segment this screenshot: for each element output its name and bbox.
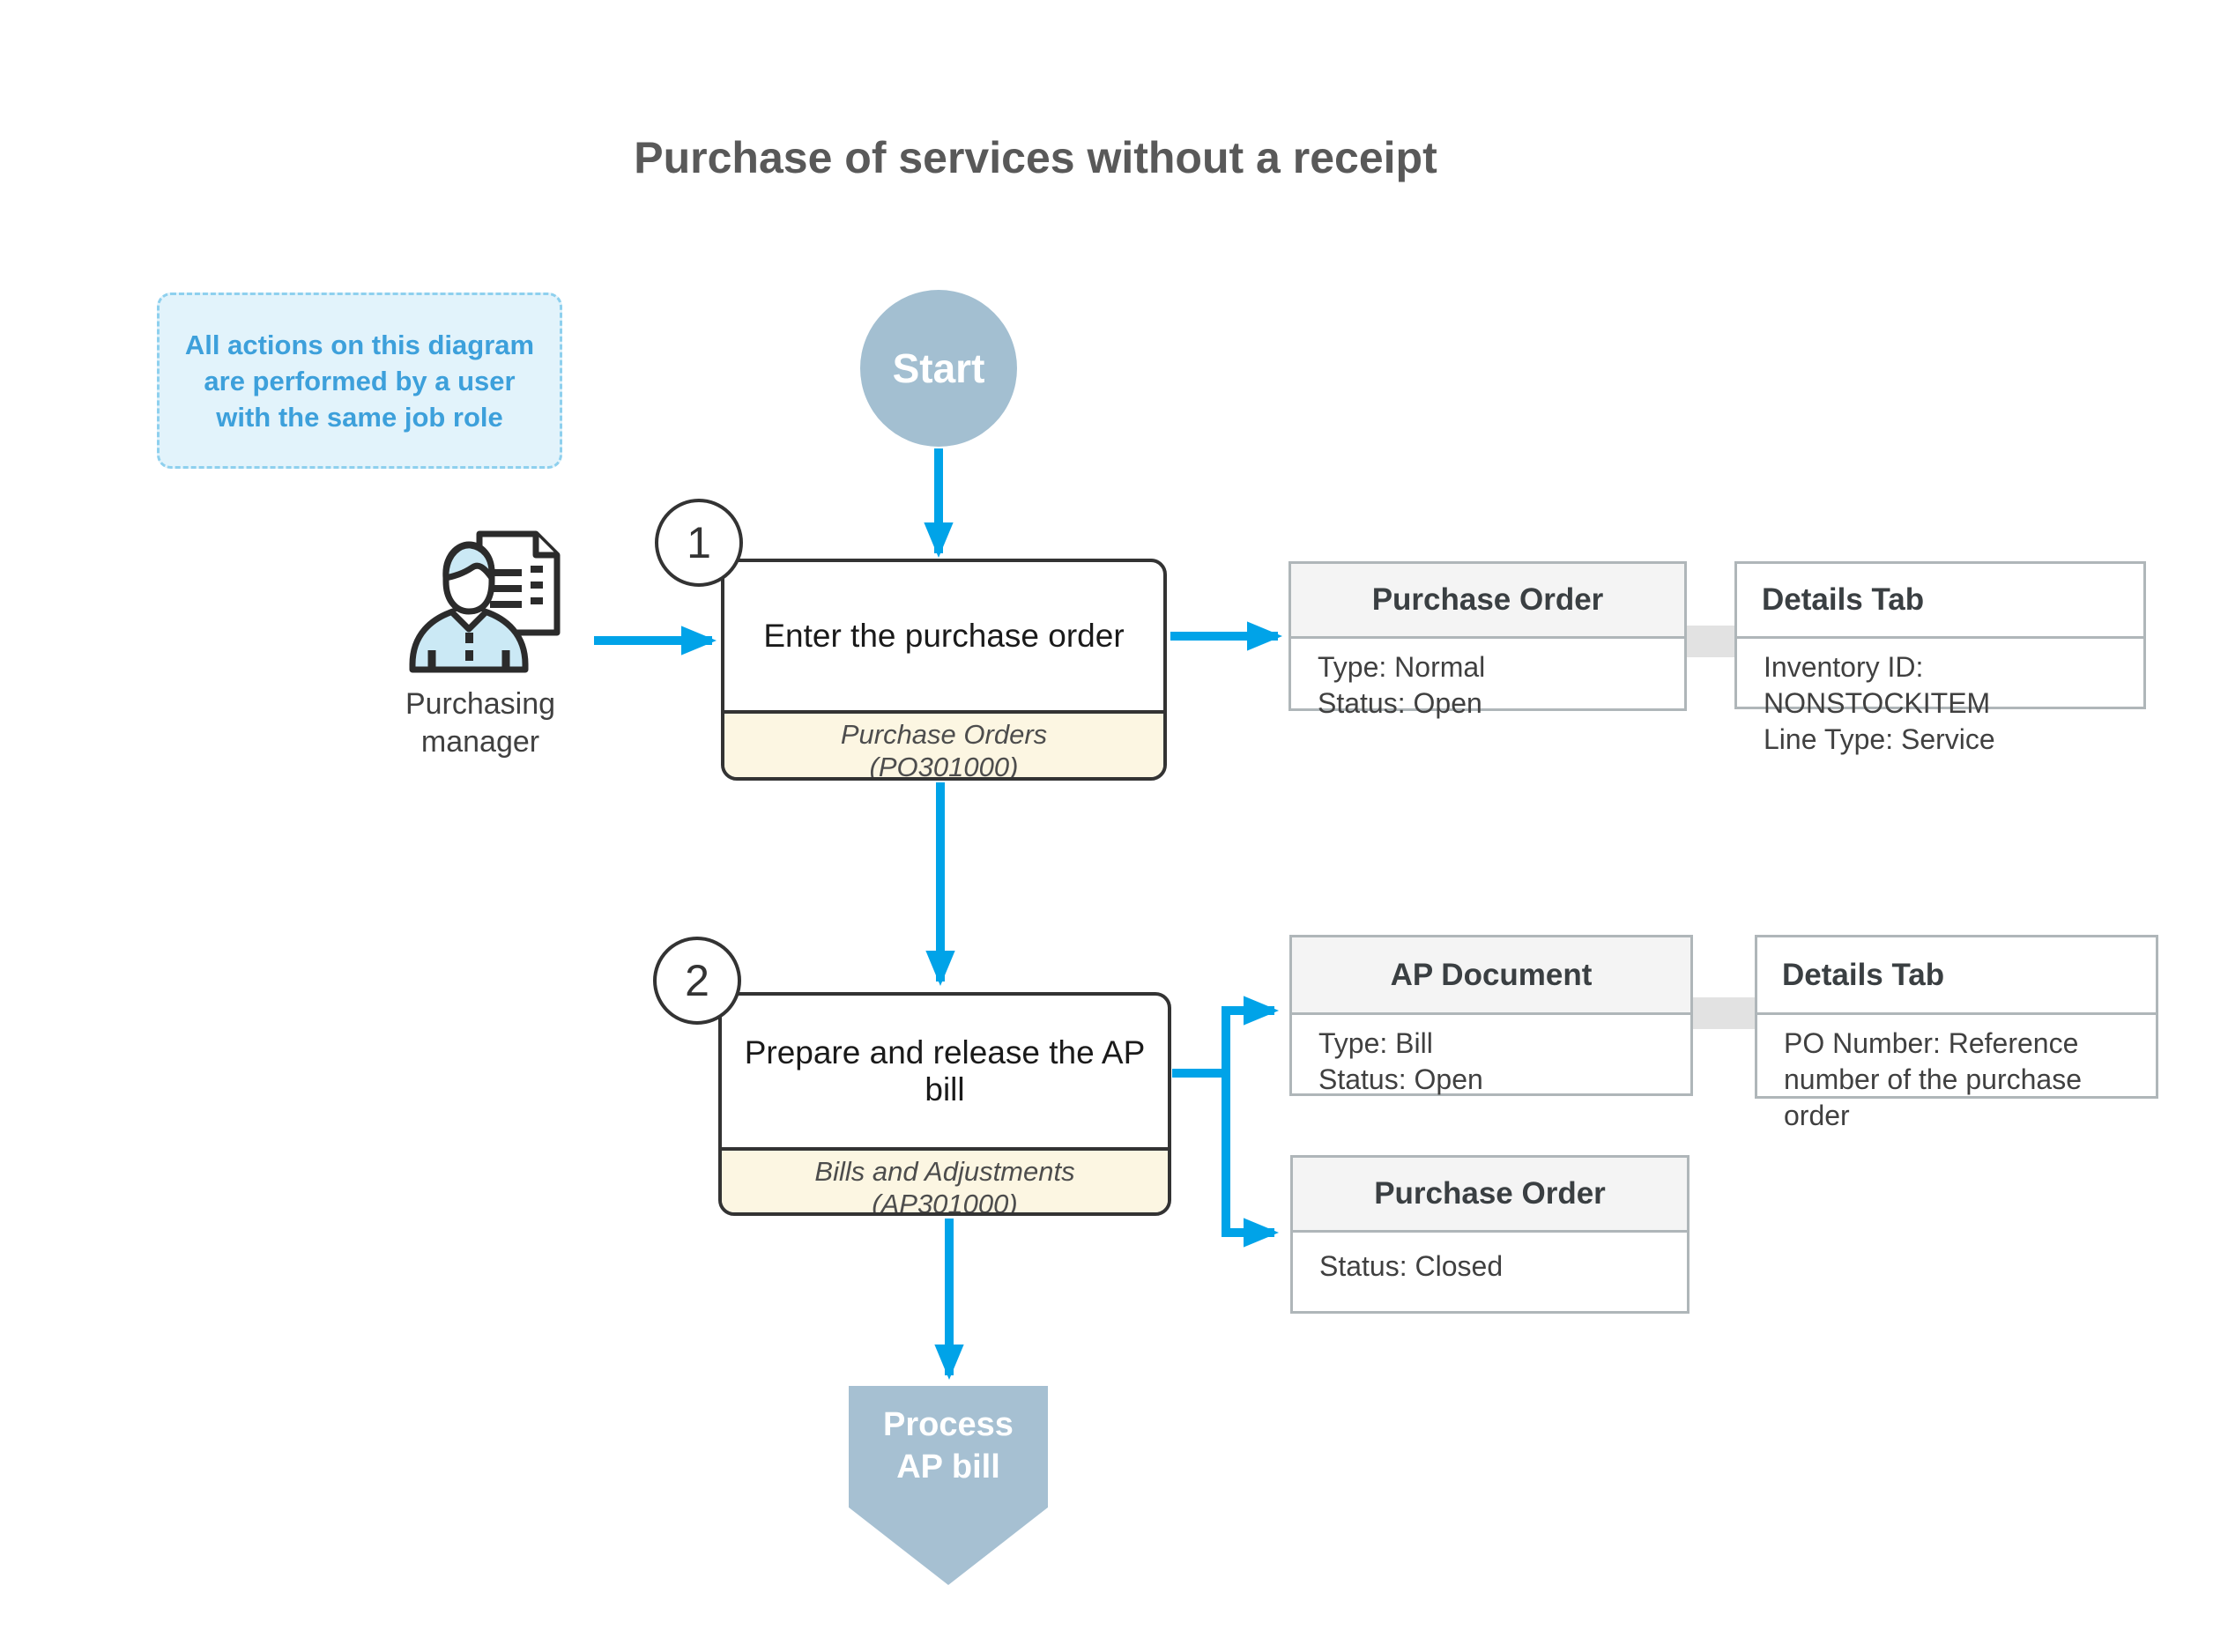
step2-number: 2 — [685, 956, 709, 1005]
screen-name: Purchase Orders — [840, 719, 1048, 750]
diagram-title: Purchase of services without a receipt — [634, 133, 1437, 182]
task-screen-label: Bills and Adjustments (AP301000) — [722, 1147, 1168, 1216]
info-box-body: Inventory ID: NONSTOCKITEM Line Type: Se… — [1737, 639, 2143, 758]
task-box-prepare-ap-bill: Prepare and release the AP bill Bills an… — [718, 992, 1171, 1216]
info-box-details-tab-ap: Details Tab PO Number: Reference number … — [1755, 935, 2158, 1131]
terminal-line2: AP bill — [896, 1448, 1000, 1485]
info-box-ap-document: AP Document Type: Bill Status: Open — [1289, 935, 1693, 1096]
purchasing-manager-icon — [409, 530, 561, 673]
info-box-body: PO Number: Reference number of the purch… — [1757, 1015, 2156, 1134]
step1-number-badge: 1 — [655, 499, 743, 587]
screen-id: (AP301000) — [872, 1189, 1018, 1216]
info-box-purchase-order-open: Purchase Order Type: Normal Status: Open — [1288, 561, 1687, 719]
arrow-step2-to-ap-document — [1222, 996, 1279, 1073]
info-box-title: Purchase Order — [1291, 564, 1684, 639]
info-box-title: AP Document — [1292, 937, 1690, 1015]
arrow-step2-to-purchase-order-closed — [1222, 1073, 1279, 1248]
info-box-body: Type: Normal Status: Open — [1291, 639, 1684, 722]
terminal-line1: Process — [883, 1406, 1014, 1443]
actor-label: Purchasing manager — [370, 685, 590, 761]
connector-strip — [1691, 997, 1756, 1029]
actor-label-line2: manager — [420, 725, 540, 759]
task-box-enter-purchase-order: Enter the purchase order Purchase Orders… — [721, 559, 1167, 781]
info-line: Type: Normal — [1318, 651, 1486, 683]
info-line: Status: Open — [1318, 687, 1482, 719]
info-line: Type: Bill — [1318, 1027, 1433, 1059]
info-box-body: Status: Closed — [1293, 1233, 1687, 1285]
info-box-title: Purchase Order — [1293, 1158, 1687, 1233]
info-box-purchase-order-closed: Purchase Order Status: Closed — [1290, 1155, 1689, 1314]
screen-id: (PO301000) — [869, 752, 1019, 781]
note-text: All actions on this diagram are performe… — [184, 329, 535, 433]
screen-name: Bills and Adjustments — [814, 1156, 1075, 1187]
info-line: Status: Closed — [1319, 1250, 1504, 1282]
info-line: Line Type: Service — [1764, 723, 1995, 755]
info-box-title: Details Tab — [1737, 564, 2143, 639]
info-box-title: Details Tab — [1757, 937, 2156, 1015]
actor-label-line1: Purchasing — [405, 687, 556, 721]
note-box: All actions on this diagram are performe… — [157, 293, 562, 469]
step1-number: 1 — [687, 518, 711, 567]
task-action: Prepare and release the AP bill — [744, 1034, 1146, 1108]
start-label: Start — [892, 345, 985, 391]
task-action: Enter the purchase order — [763, 618, 1125, 654]
info-line: Inventory ID: NONSTOCKITEM — [1764, 651, 1991, 719]
start-node: Start — [860, 290, 1017, 447]
info-line: PO Number: Reference number of the purch… — [1784, 1027, 2082, 1131]
connector-strip — [1684, 626, 1737, 657]
info-box-details-tab-po: Details Tab Inventory ID: NONSTOCKITEM L… — [1734, 561, 2146, 755]
task-screen-label: Purchase Orders (PO301000) — [724, 710, 1163, 781]
info-box-body: Type: Bill Status: Open — [1292, 1015, 1690, 1098]
info-line: Status: Open — [1318, 1063, 1483, 1095]
step2-number-badge: 2 — [653, 937, 741, 1025]
